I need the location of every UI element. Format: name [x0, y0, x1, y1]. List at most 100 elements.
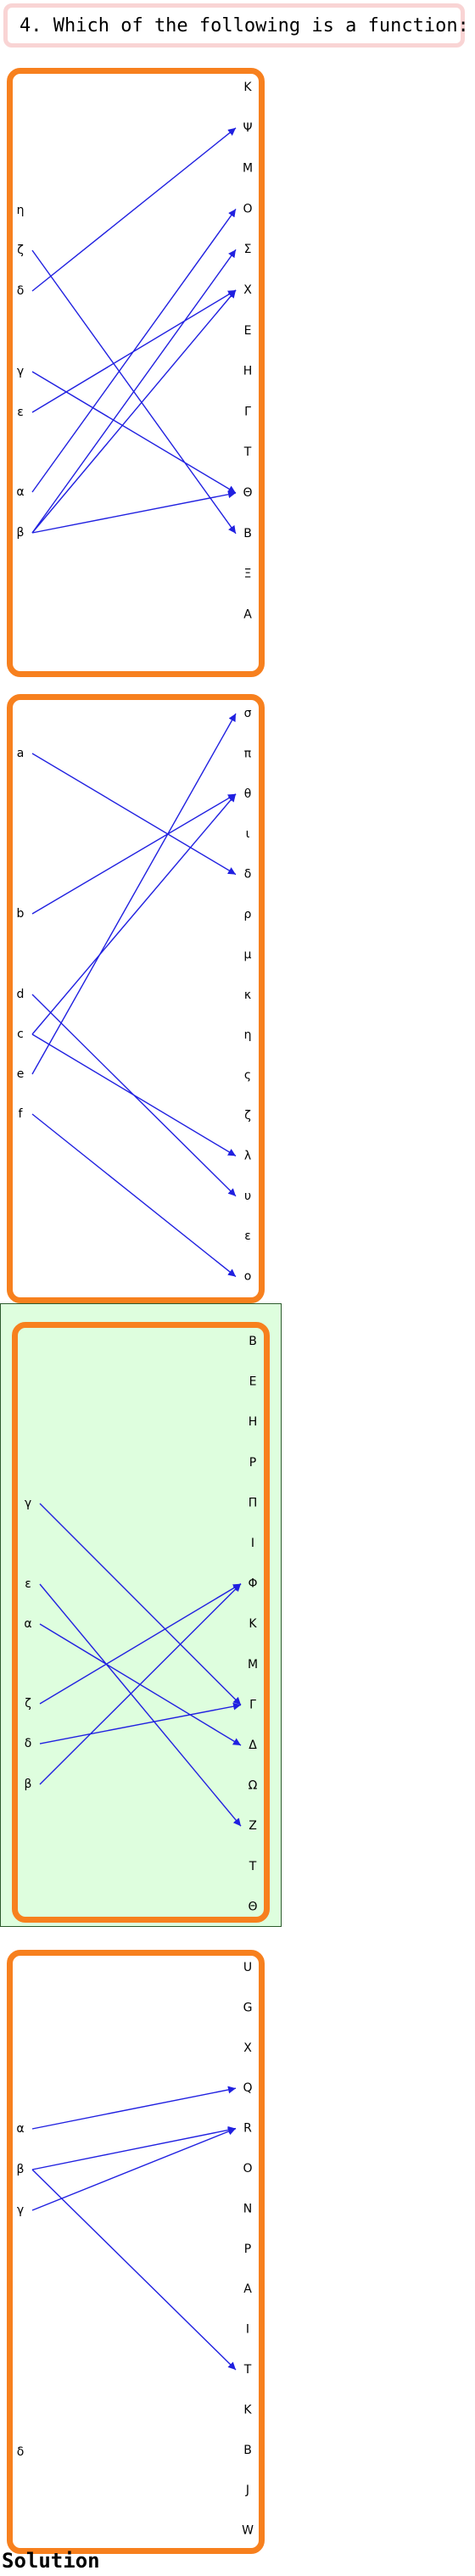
codomain-label: Γ — [249, 1698, 256, 1711]
mapping-panel-4[interactable] — [7, 1950, 265, 2554]
codomain-label: ι — [246, 827, 250, 841]
domain-label: γ — [17, 365, 24, 378]
codomain-label: P — [249, 1456, 256, 1470]
codomain-label: K — [243, 81, 252, 94]
domain-label: α — [16, 485, 24, 499]
domain-label: d — [17, 988, 25, 1001]
codomain-label: N — [243, 2202, 252, 2215]
domain-label: δ — [25, 1737, 32, 1750]
codomain-label: T — [243, 2363, 252, 2377]
codomain-label: G — [243, 2001, 253, 2014]
mapping-arrow — [39, 1583, 242, 1827]
codomain-label: θ — [244, 787, 252, 801]
codomain-label: υ — [244, 1190, 251, 1203]
domain-label: δ — [17, 284, 25, 298]
codomain-label: W — [242, 2524, 254, 2538]
codomain-label: ς — [244, 1069, 251, 1083]
mapping-arrow — [31, 2086, 237, 2130]
codomain-label: δ — [244, 868, 252, 882]
codomain-label: E — [249, 1375, 257, 1389]
codomain-label: H — [243, 365, 253, 378]
codomain-label: O — [243, 2162, 252, 2176]
domain-label: b — [17, 907, 25, 921]
mapping-arrow — [31, 208, 237, 493]
codomain-label: B — [243, 2444, 252, 2457]
codomain-label: A — [243, 608, 252, 621]
codomain-label: Γ — [244, 405, 251, 418]
mapping-arrow — [31, 371, 237, 494]
mapping-arrow — [31, 2169, 237, 2371]
codomain-label: ο — [244, 1270, 252, 1284]
mapping-arrow — [31, 2125, 237, 2170]
codomain-label: I — [246, 2323, 249, 2337]
codomain-label: X — [243, 283, 252, 297]
domain-label: ε — [17, 406, 24, 419]
domain-label: β — [17, 526, 25, 540]
codomain-label: Ψ — [243, 121, 252, 135]
mapping-arrow — [31, 793, 237, 1035]
mapping-arrow — [31, 289, 237, 534]
codomain-label: B — [249, 1335, 257, 1348]
domain-label: β — [25, 1778, 32, 1791]
codomain-label: Θ — [243, 486, 252, 500]
codomain-label: Π — [249, 1496, 258, 1509]
mapping-arrow — [39, 1583, 242, 1785]
codomain-label: Ω — [249, 1779, 258, 1793]
domain-label: f — [19, 1107, 24, 1121]
domain-label: c — [17, 1028, 24, 1041]
domain-label: α — [16, 2122, 24, 2136]
codomain-label: π — [244, 747, 252, 760]
codomain-label: Φ — [248, 1577, 257, 1591]
codomain-label: J — [245, 2484, 249, 2497]
domain-label: η — [17, 204, 25, 217]
codomain-label: λ — [244, 1149, 251, 1162]
mapping-arrow — [31, 2127, 237, 2211]
codomain-label: T — [243, 445, 252, 459]
domain-label: β — [17, 2163, 25, 2176]
domain-label: γ — [25, 1497, 31, 1510]
codomain-label: B — [243, 527, 252, 540]
mapping-panel-1[interactable] — [7, 68, 265, 677]
question-text: 4. Which of the following is a function: — [20, 14, 469, 36]
codomain-label: U — [243, 1961, 252, 1974]
mapping-arrow — [39, 1702, 242, 1744]
codomain-label: Ξ — [244, 568, 252, 581]
codomain-label: R — [243, 2122, 252, 2136]
mapping-arrow — [31, 127, 237, 292]
codomain-label: H — [249, 1415, 258, 1429]
codomain-label: X — [243, 2041, 252, 2055]
mapping-panel-2[interactable] — [7, 694, 265, 1303]
mapping-arrow — [31, 753, 237, 876]
mapping-arrow — [31, 713, 237, 1075]
mapping-arrow — [39, 1503, 242, 1705]
domain-label: δ — [17, 2445, 25, 2459]
codomain-label: K — [249, 1617, 257, 1631]
codomain-label: Θ — [248, 1900, 257, 1913]
codomain-label: κ — [244, 988, 251, 1002]
codomain-label: ε — [244, 1229, 251, 1243]
codomain-label: I — [251, 1537, 254, 1550]
codomain-label: A — [243, 2282, 252, 2296]
codomain-label: ζ — [244, 1109, 251, 1123]
domain-label: α — [24, 1617, 31, 1631]
question-box: 4. Which of the following is a function: — [3, 3, 469, 48]
codomain-label: σ — [244, 707, 252, 720]
codomain-label: T — [249, 1860, 257, 1873]
codomain-label: Q — [243, 2081, 252, 2095]
mapping-arrow — [31, 793, 237, 915]
domain-label: ζ — [25, 1697, 31, 1711]
mapping-panel-3[interactable] — [12, 1322, 270, 1923]
codomain-label: K — [243, 2403, 252, 2416]
codomain-label: M — [248, 1658, 258, 1672]
codomain-label: Σ — [244, 243, 252, 256]
domain-label: e — [17, 1067, 25, 1081]
mapping-arrow — [31, 1033, 237, 1157]
codomain-label: P — [244, 2243, 251, 2256]
domain-label: γ — [17, 2204, 24, 2217]
mapping-arrow — [31, 249, 237, 534]
codomain-label: Z — [249, 1819, 257, 1833]
solution-heading: Solution — [2, 2549, 100, 2573]
codomain-label: μ — [244, 948, 252, 961]
mapping-arrow — [39, 1582, 242, 1705]
